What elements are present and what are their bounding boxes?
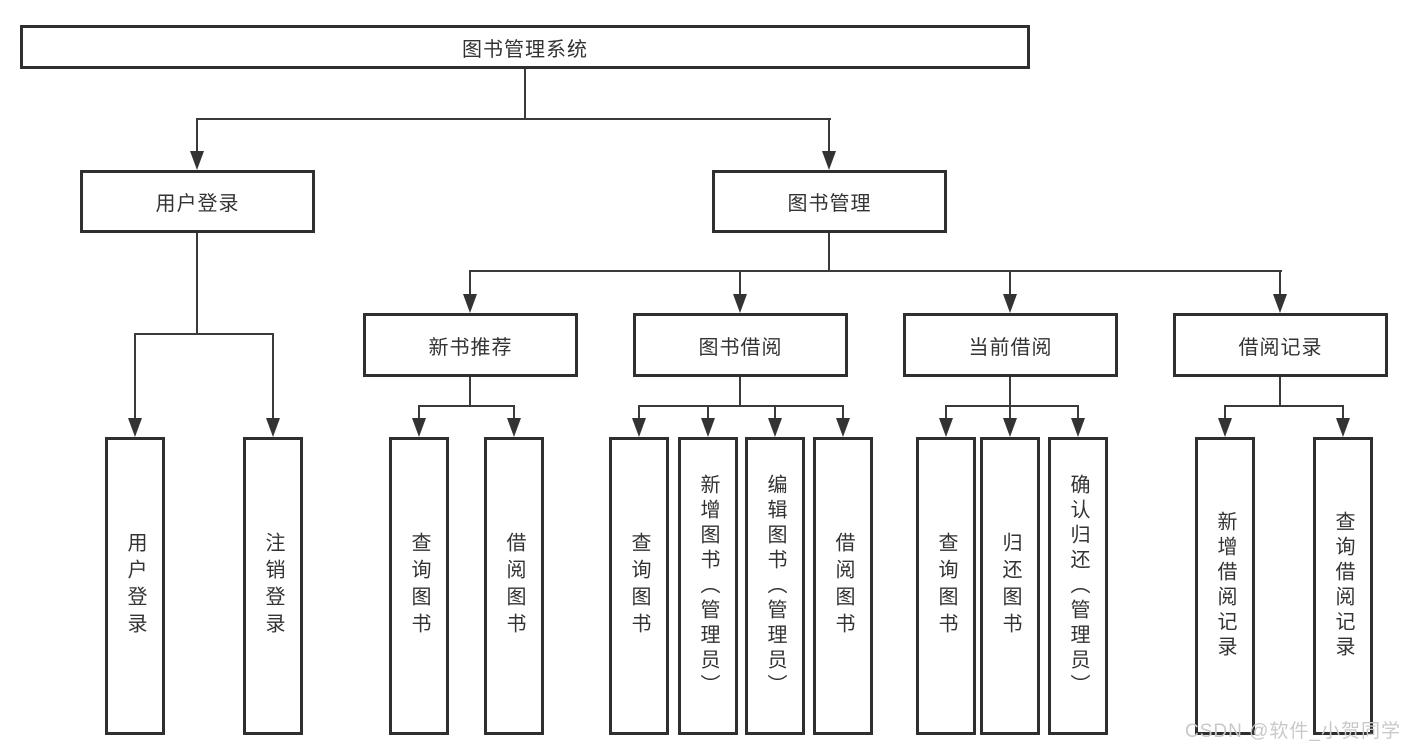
connector-drop-leaf-3: [418, 405, 420, 419]
connector-drop-leaf-4: [513, 405, 515, 419]
arrow-to-leaf-9: [939, 418, 953, 437]
connector-drop-leaf-7: [774, 405, 776, 419]
node-book-borrowing-label: 图书借阅: [698, 336, 783, 359]
leaf-borrow-books-borrowing: 借阅图书: [813, 437, 873, 735]
connector-drop-leaf-13: [1342, 405, 1344, 419]
connector-root-branch: [196, 118, 831, 120]
connector-recommend-stem: [469, 377, 471, 406]
arrow-to-new-books: [463, 294, 477, 313]
leaf-confirm-return-admin: 确认归还（管理员）: [1048, 437, 1108, 735]
connector-drop-book-mgmt: [828, 118, 830, 152]
leaf-add-books-admin: 新增图书（管理员）: [678, 437, 738, 735]
arrow-to-leaf-4: [507, 418, 521, 437]
node-user-login-label: 用户登录: [155, 193, 240, 215]
leaf-return-books: 归还图书: [980, 437, 1040, 735]
connector-mgmt-stem: [828, 233, 830, 272]
connector-root-stem: [524, 68, 526, 118]
arrow-to-leaf-12: [1218, 418, 1232, 437]
leaf-query-books-recommend-label: 查询图书: [408, 532, 430, 640]
connector-mgmt-branch: [469, 270, 1282, 272]
arrow-to-user-login: [190, 151, 204, 170]
leaf-confirm-return-admin-label: 确认归还（管理员）: [1067, 473, 1089, 699]
leaf-query-books-borrowing: 查询图书: [609, 437, 669, 735]
arrow-to-leaf-3: [412, 418, 426, 437]
connector-drop-new-books: [469, 270, 471, 295]
node-root-label: 图书管理系统: [462, 38, 588, 61]
connector-drop-borrow-records: [1279, 270, 1281, 295]
leaf-logout-label: 注销登录: [262, 532, 284, 640]
node-root-system: 图书管理系统: [20, 25, 1030, 69]
connector-drop-leaf-12: [1224, 405, 1226, 419]
leaf-query-books-recommend: 查询图书: [389, 437, 449, 735]
connector-drop-leaf-5: [638, 405, 640, 419]
connector-user-stem: [196, 233, 198, 333]
arrow-to-leaf-login: [128, 418, 142, 437]
node-borrowing-records-label: 借阅记录: [1238, 336, 1323, 359]
leaf-add-borrow-record: 新增借阅记录: [1195, 437, 1255, 735]
connector-drop-leaf-9: [945, 405, 947, 419]
node-book-management: 图书管理: [712, 170, 947, 233]
leaf-add-books-admin-label: 新增图书（管理员）: [697, 473, 719, 699]
leaf-borrow-books-recommend: 借阅图书: [484, 437, 544, 735]
leaf-query-borrow-record-label: 查询借阅记录: [1332, 511, 1354, 661]
connector-drop-leaf-login: [134, 333, 136, 418]
node-book-management-label: 图书管理: [787, 193, 872, 215]
arrow-to-book-borrow: [733, 294, 747, 313]
leaf-edit-books-admin-label: 编辑图书（管理员）: [764, 473, 786, 699]
leaf-logout: 注销登录: [243, 437, 303, 735]
leaf-query-borrow-record: 查询借阅记录: [1313, 437, 1373, 735]
leaf-borrow-books-borrowing-label: 借阅图书: [832, 532, 854, 640]
connector-current-stem: [1009, 377, 1011, 406]
node-borrowing-records: 借阅记录: [1173, 313, 1388, 377]
leaf-borrow-books-recommend-label: 借阅图书: [503, 532, 525, 640]
node-user-login: 用户登录: [80, 170, 315, 233]
connector-recommend-branch: [418, 405, 515, 407]
connector-records-branch: [1224, 405, 1344, 407]
leaf-add-borrow-record-label: 新增借阅记录: [1214, 511, 1236, 661]
arrow-to-leaf-logout: [266, 418, 280, 437]
leaf-query-books-current: 查询图书: [916, 437, 976, 735]
node-new-book-recommend-label: 新书推荐: [428, 336, 513, 359]
connector-drop-leaf-10: [1009, 405, 1011, 419]
arrow-to-book-mgmt: [822, 151, 836, 170]
leaf-edit-books-admin: 编辑图书（管理员）: [745, 437, 805, 735]
connector-borrowing-branch: [638, 405, 844, 407]
connector-drop-leaf-8: [842, 405, 844, 419]
connector-records-stem: [1279, 377, 1281, 406]
arrow-to-leaf-7: [768, 418, 782, 437]
arrow-to-leaf-8: [836, 418, 850, 437]
arrow-to-leaf-10: [1003, 418, 1017, 437]
node-current-borrowing: 当前借阅: [903, 313, 1118, 377]
csdn-watermark: CSDN @软件_小贺同学: [1185, 721, 1401, 742]
leaf-query-books-borrowing-label: 查询图书: [628, 532, 650, 640]
node-book-borrowing: 图书借阅: [633, 313, 848, 377]
connector-drop-leaf-logout: [272, 333, 274, 418]
connector-borrowing-stem: [739, 377, 741, 406]
leaf-return-books-label: 归还图书: [999, 532, 1021, 640]
connector-drop-current-borrow: [1009, 270, 1011, 295]
arrow-to-leaf-6: [701, 418, 715, 437]
arrow-to-leaf-13: [1336, 418, 1350, 437]
leaf-user-login-label: 用户登录: [124, 532, 146, 640]
connector-current-branch: [945, 405, 1079, 407]
connector-drop-leaf-6: [707, 405, 709, 419]
arrow-to-leaf-11: [1071, 418, 1085, 437]
connector-drop-book-borrow: [739, 270, 741, 295]
arrow-to-leaf-5: [632, 418, 646, 437]
arrow-to-current-borrow: [1003, 294, 1017, 313]
arrow-to-borrow-records: [1273, 294, 1287, 313]
connector-user-branch: [134, 333, 274, 335]
node-new-book-recommend: 新书推荐: [363, 313, 578, 377]
node-current-borrowing-label: 当前借阅: [968, 336, 1053, 359]
connector-drop-user-login: [196, 118, 198, 152]
leaf-user-login: 用户登录: [105, 437, 165, 735]
connector-drop-leaf-11: [1077, 405, 1079, 419]
leaf-query-books-current-label: 查询图书: [935, 532, 957, 640]
